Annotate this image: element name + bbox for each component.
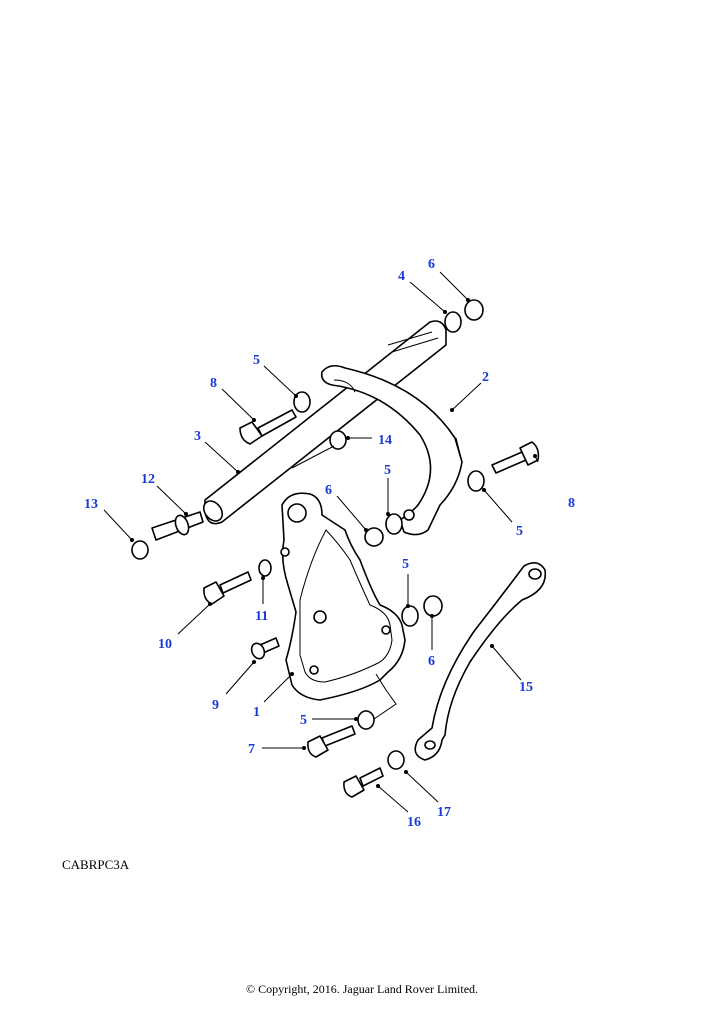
callout-12: 12 — [141, 472, 155, 487]
washer-5-lower — [401, 605, 419, 627]
callout-11: 11 — [255, 609, 268, 624]
stud-12 — [151, 511, 204, 541]
callout-14: 14 — [378, 433, 392, 448]
nut-6-right — [423, 595, 443, 617]
washer-5-bottom — [357, 710, 375, 730]
nut-6-mid — [364, 527, 384, 547]
callout-4: 4 — [398, 269, 405, 284]
callout-6: 6 — [428, 654, 435, 669]
diagram-code: CABRPC3A — [62, 857, 130, 872]
callout-7: 7 — [248, 742, 255, 757]
washer-11 — [258, 559, 272, 577]
nut-6-top — [464, 299, 484, 321]
callout-1: 1 — [253, 705, 260, 720]
callout-6: 6 — [428, 257, 435, 272]
callout-13: 13 — [84, 497, 98, 512]
part-3-adjusting-rod — [202, 320, 447, 525]
leader-lines — [103, 271, 539, 813]
callout-3: 3 — [194, 429, 201, 444]
washer-5-mid — [385, 513, 403, 535]
spacer-14 — [329, 430, 347, 450]
callout-8: 8 — [210, 376, 217, 391]
part-15-link-arm — [414, 562, 547, 761]
washer-17 — [387, 750, 405, 770]
callout-5: 5 — [402, 557, 409, 572]
callout-8: 8 — [568, 496, 575, 511]
callout-15: 15 — [519, 680, 533, 695]
bolt-8-left — [239, 409, 297, 445]
nut-13 — [131, 540, 149, 560]
callout-9: 9 — [212, 698, 219, 713]
washer-5-right — [467, 470, 485, 492]
bolt-7 — [307, 725, 356, 758]
callout-5: 5 — [516, 524, 523, 539]
bolt-8-right — [491, 441, 540, 474]
screw-9 — [250, 637, 280, 660]
callout-5: 5 — [384, 463, 391, 478]
callout-5: 5 — [300, 713, 307, 728]
washer-4 — [444, 311, 462, 333]
callout-5: 5 — [253, 353, 260, 368]
callout-6: 6 — [325, 483, 332, 498]
callout-16: 16 — [407, 815, 421, 830]
callout-10: 10 — [158, 637, 172, 652]
washer-5-left — [293, 391, 311, 413]
bolt-10 — [203, 571, 252, 605]
copyright-notice: © Copyright, 2016. Jaguar Land Rover Lim… — [245, 982, 479, 996]
bolt-16 — [343, 767, 384, 798]
callout-17: 17 — [437, 805, 451, 820]
part-1-mounting-bracket — [280, 492, 406, 701]
callout-2: 2 — [482, 370, 489, 385]
part-2-curved-bracket — [320, 364, 463, 536]
callout-labels: 4 6 2 5 8 3 14 5 6 8 5 12 13 5 6 11 10 1… — [84, 257, 575, 830]
